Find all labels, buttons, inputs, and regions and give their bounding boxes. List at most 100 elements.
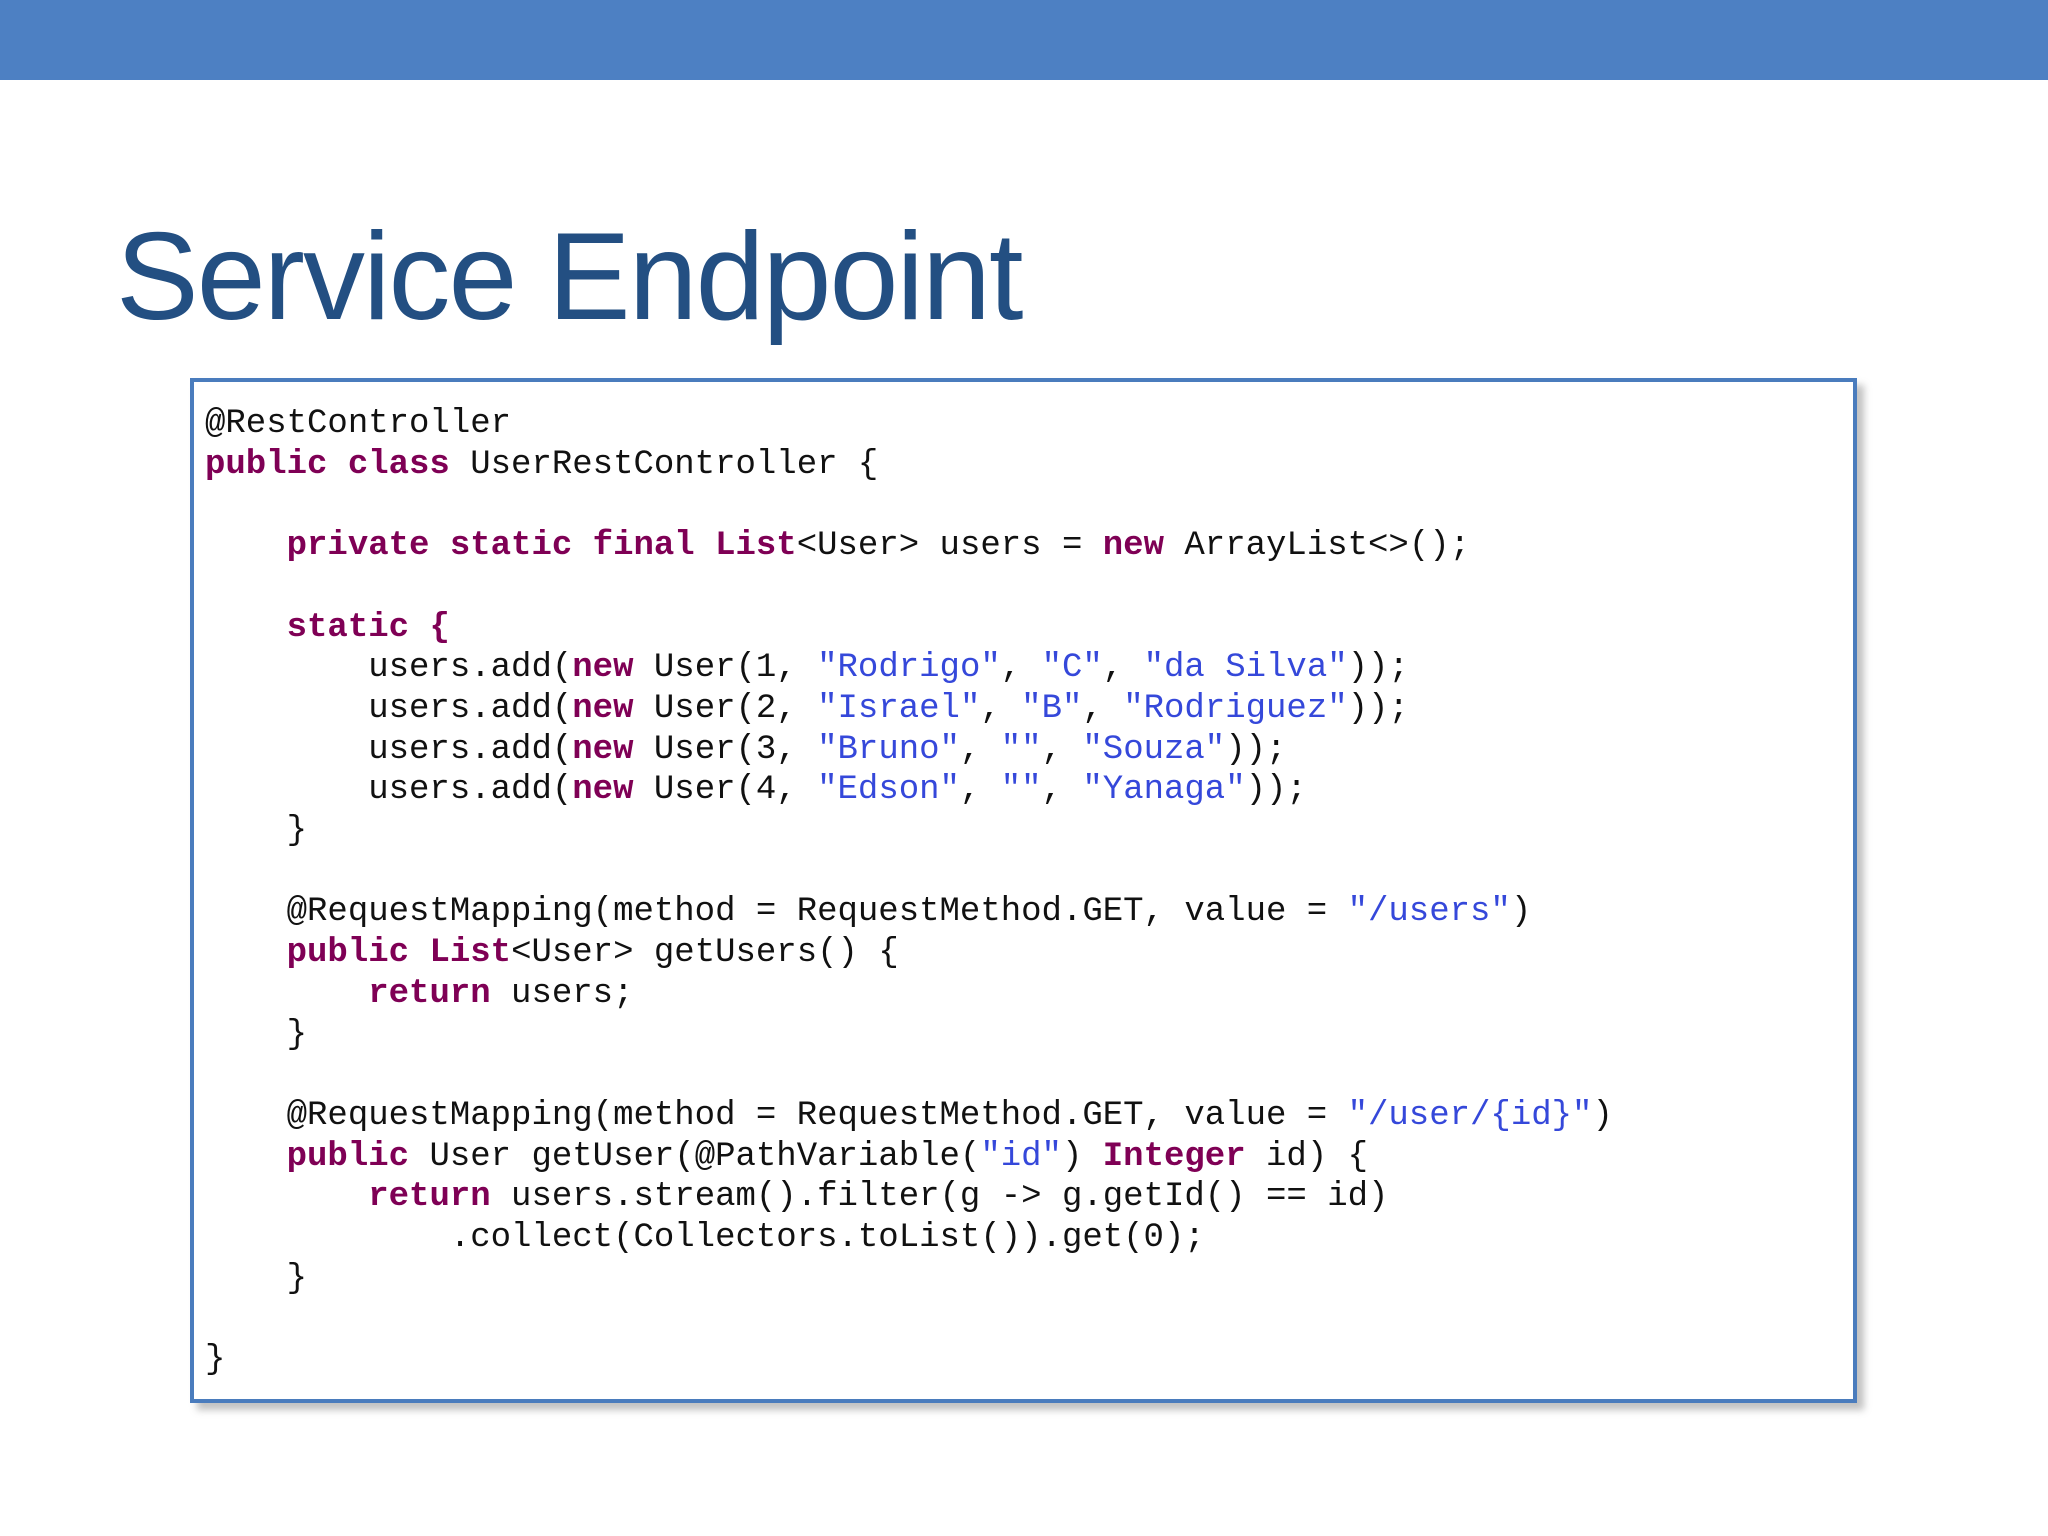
code-segment: "": [1000, 771, 1042, 810]
code-segment: ,: [959, 771, 1001, 810]
code-segment: "C": [1041, 649, 1103, 688]
code-segment: static {: [286, 608, 450, 647]
code-segment: @RequestMapping(method = RequestMethod.G…: [205, 893, 1348, 932]
code-segment: ): [1592, 1096, 1613, 1135]
code-segment: public: [286, 1137, 410, 1176]
code-line: [205, 567, 1613, 608]
code-line: users.add(new User(2, "Israel", "B", "Ro…: [205, 689, 1613, 730]
code-line: @RequestMapping(method = RequestMethod.G…: [205, 892, 1613, 933]
code-segment: ));: [1347, 649, 1409, 688]
code-segment: UserRestController {: [449, 445, 879, 484]
code-segment: [205, 1178, 368, 1216]
code-segment: [205, 934, 287, 972]
code-segment: ));: [1347, 689, 1409, 728]
code-segment: ArrayList<>();: [1164, 527, 1471, 566]
code-segment: new: [572, 771, 634, 810]
code-segment: Integer: [1102, 1137, 1246, 1176]
code-line: }: [205, 811, 1613, 852]
code-segment: ,: [1041, 730, 1083, 769]
code-segment: ,: [959, 730, 1001, 769]
code-segment: "Rodriguez": [1123, 689, 1348, 728]
code-segment: @RestController: [205, 405, 512, 443]
code-segment: "Yanaga": [1082, 771, 1246, 810]
code-segment: public class: [205, 445, 450, 484]
code-segment: [205, 1138, 287, 1176]
code-segment: users.add(: [205, 771, 573, 810]
code-segment: "Souza": [1082, 730, 1226, 769]
code-segment: User getUser(@PathVariable(: [409, 1137, 981, 1176]
code-segment: }: [205, 1015, 308, 1054]
code-segment: "B": [1021, 689, 1083, 728]
code-segment: "id": [980, 1137, 1062, 1176]
code-segment: [205, 527, 287, 565]
code-segment: <User> getUsers() {: [511, 934, 899, 973]
top-accent-bar: [0, 0, 2048, 80]
code-line: users.add(new User(1, "Rodrigo", "C", "d…: [205, 648, 1613, 689]
code-segment: return: [368, 974, 491, 1013]
code-segment: "da Silva": [1143, 649, 1348, 688]
code-segment: "": [1000, 730, 1042, 769]
code-segment: ));: [1245, 771, 1307, 810]
code-line: public User getUser(@PathVariable("id") …: [205, 1137, 1613, 1178]
code-segment: [205, 975, 368, 1013]
code-segment: User(4,: [633, 771, 818, 810]
code-segment: ): [1061, 1137, 1103, 1176]
page-title: Service Endpoint: [116, 208, 1023, 347]
code-line: return users;: [205, 974, 1613, 1015]
code-line: public List<User> getUsers() {: [205, 933, 1613, 974]
code-segment: User(2,: [633, 689, 818, 728]
code-segment: users.stream().filter(g -> g.getId() == …: [490, 1178, 1389, 1217]
code-segment: "Rodrigo": [817, 649, 1001, 688]
code-segment: }: [205, 1259, 308, 1298]
code-line: public class UserRestController {: [205, 445, 1613, 486]
code-segment: public List: [286, 934, 512, 973]
code-line: @RestController: [205, 404, 1613, 445]
code-segment: [205, 609, 287, 647]
code-line: .collect(Collectors.toList()).get(0);: [205, 1218, 1613, 1259]
code-line: }: [205, 1340, 1613, 1381]
code-segment: ,: [1082, 689, 1124, 728]
code-line: @RequestMapping(method = RequestMethod.G…: [205, 1096, 1613, 1137]
code-line: }: [205, 1259, 1613, 1300]
code-segment: new: [572, 689, 634, 728]
code-segment: new: [572, 649, 634, 688]
code-segment: ,: [980, 689, 1022, 728]
code-segment: ));: [1225, 730, 1287, 769]
code-segment: .collect(Collectors.toList()).get(0);: [205, 1219, 1205, 1258]
code-segment: <User> users =: [796, 527, 1103, 566]
code-segment: "Bruno": [817, 730, 960, 769]
code-segment: }: [205, 812, 308, 851]
code-segment: new: [1102, 527, 1164, 566]
code-line: static {: [205, 608, 1613, 649]
code-segment: User(1,: [633, 649, 818, 688]
code-line: [205, 852, 1613, 893]
code-segment: users.add(: [205, 689, 573, 728]
code-line: return users.stream().filter(g -> g.getI…: [205, 1177, 1613, 1218]
code-line: [205, 1055, 1613, 1096]
code-segment: "/users": [1347, 893, 1511, 932]
code-line: [205, 1299, 1613, 1340]
code-segment: "Israel": [817, 689, 981, 728]
code-segment: User(3,: [633, 730, 818, 769]
code-segment: ,: [1000, 649, 1042, 688]
code-segment: users;: [490, 974, 634, 1013]
code-segment: new: [572, 730, 634, 769]
code-segment: ,: [1041, 771, 1083, 810]
code-segment: users.add(: [205, 730, 573, 769]
code-line: users.add(new User(3, "Bruno", "", "Souz…: [205, 730, 1613, 771]
code-segment: ,: [1102, 649, 1144, 688]
code-segment: ): [1510, 893, 1532, 932]
code-line: users.add(new User(4, "Edson", "", "Yana…: [205, 770, 1613, 811]
code-line: private static final List<User> users = …: [205, 526, 1613, 567]
code-segment: private static final List: [286, 527, 797, 566]
code-segment: @RequestMapping(method = RequestMethod.G…: [205, 1096, 1348, 1135]
code-segment: "/user/{id}": [1347, 1096, 1593, 1135]
code-line: [205, 485, 1613, 526]
code-segment: return: [368, 1178, 491, 1217]
code-segment: id) {: [1245, 1137, 1369, 1176]
code-segment: users.add(: [205, 649, 573, 688]
code-segment: }: [205, 1341, 226, 1380]
code-segment: "Edson": [817, 771, 960, 810]
